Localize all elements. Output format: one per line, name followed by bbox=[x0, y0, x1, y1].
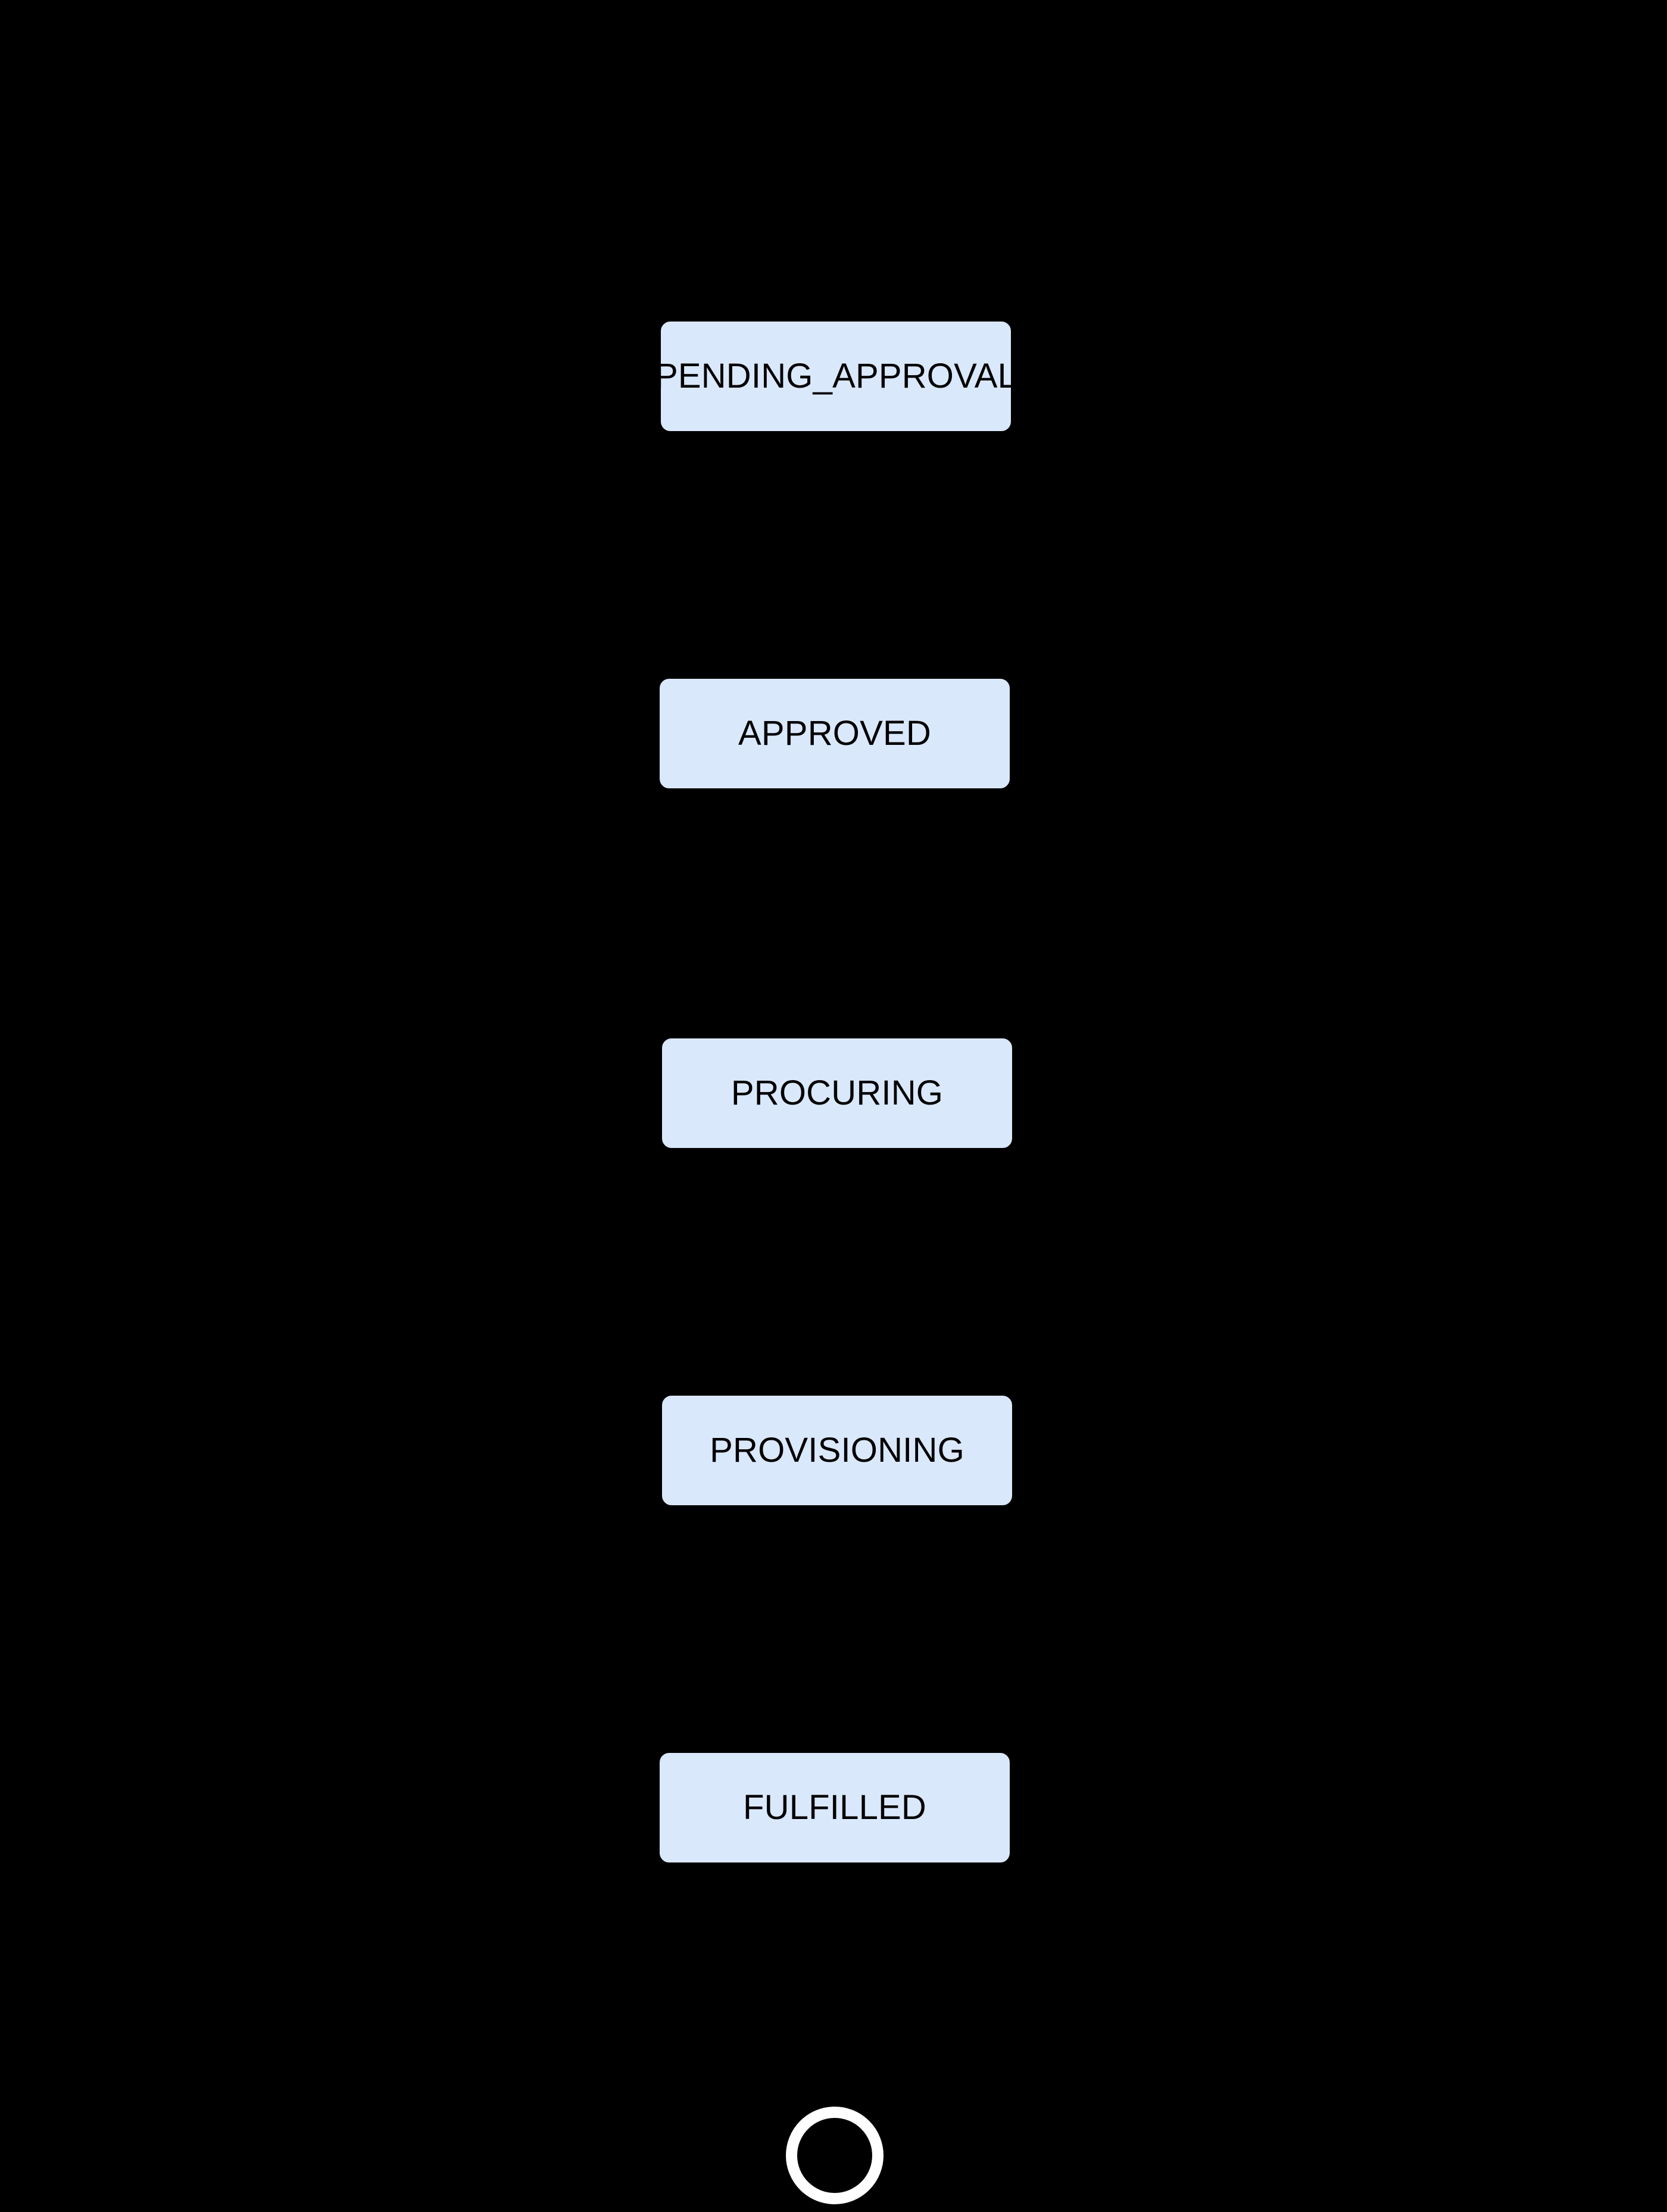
edge-approved-to-procuring bbox=[833, 790, 835, 1025]
node-pending-approval[interactable]: PENDING_APPROVAL bbox=[655, 320, 1017, 432]
edge-arrowhead-provisioning bbox=[826, 1383, 842, 1394]
node-label-provisioning: PROVISIONING bbox=[710, 1431, 964, 1470]
edge-arrowhead-approved bbox=[826, 666, 842, 678]
node-procuring[interactable]: PROCURING bbox=[661, 1037, 1013, 1149]
node-end-state[interactable] bbox=[786, 2107, 884, 2204]
node-provisioning[interactable]: PROVISIONING bbox=[661, 1394, 1013, 1506]
node-approved[interactable]: APPROVED bbox=[658, 678, 1011, 790]
edge-procuring-to-provisioning bbox=[833, 1149, 835, 1383]
edge-provisioning-to-fulfilled bbox=[833, 1506, 835, 1740]
node-label-approved: APPROVED bbox=[738, 714, 931, 753]
node-label-procuring: PROCURING bbox=[731, 1074, 944, 1112]
node-label-fulfilled: FULFILLED bbox=[743, 1788, 926, 1827]
node-label-pending-approval: PENDING_APPROVAL bbox=[654, 357, 1017, 395]
node-fulfilled[interactable]: FULFILLED bbox=[658, 1752, 1011, 1864]
edge-arrowhead-end-state bbox=[826, 2095, 842, 2107]
edge-fulfilled-to-end-state bbox=[833, 1864, 835, 2095]
edge-pending-approval-to-approved bbox=[833, 432, 835, 666]
edge-arrowhead-procuring bbox=[826, 1025, 842, 1037]
edge-arrowhead-fulfilled bbox=[826, 1740, 842, 1752]
